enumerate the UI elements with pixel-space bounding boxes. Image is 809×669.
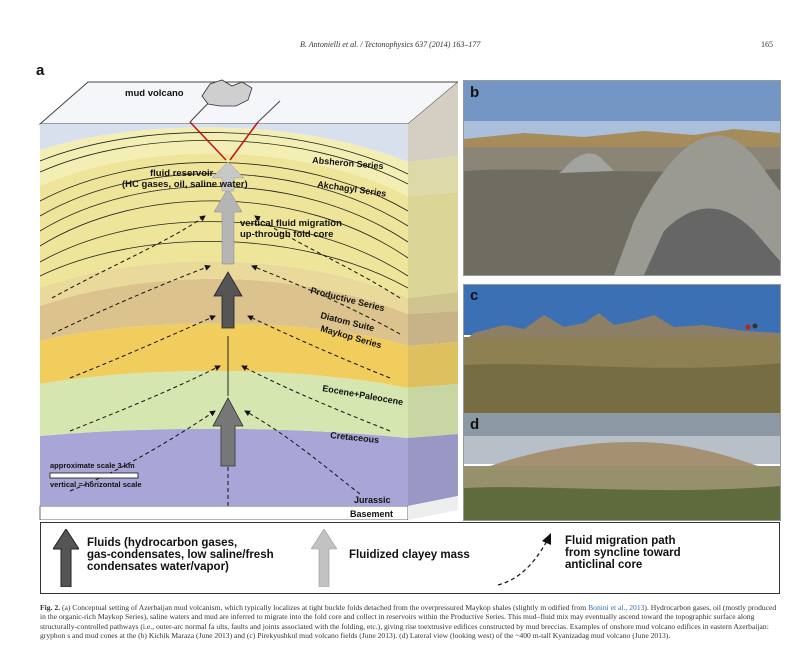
legend-path-line2: from syncline toward [565, 547, 681, 559]
photo-panel-b [463, 80, 781, 276]
page-header: B. Antonielli et al. / Tectonophysics 63… [0, 40, 809, 54]
panel-letter-c: c [470, 287, 479, 304]
fold-lines [39, 132, 409, 289]
legend-fluids-line2: gas-condensates, low saline/fresh [87, 549, 274, 561]
layer-diatom [40, 261, 408, 314]
panel-letter-b: b [470, 84, 480, 101]
layer-jurassic [40, 428, 408, 506]
scale-bar: approximate scale 3 km vertical = horizo… [49, 461, 142, 489]
dark-arrow-middle [213, 271, 243, 329]
layer-eocene [40, 323, 408, 388]
fluid-migration-paths [51, 215, 401, 506]
light-arrow-upper [213, 187, 243, 265]
photo-panel-d [463, 413, 781, 521]
caption-reference-link[interactable]: Bonini et al., 2013 [588, 603, 645, 612]
caption-text-2: ). Hydrocarbon gases, oil (mostly produc… [40, 603, 777, 640]
label-fluid-reservoir-sub: (HC gases, oil, saline water) [122, 179, 248, 190]
running-header: B. Antonielli et al. / Tectonophysics 63… [300, 40, 481, 49]
layer-akchagyl [40, 127, 408, 196]
figure-panel-a: mud volcano fluid reservoir (HC gases, o… [30, 66, 460, 521]
legend-fluids-line1: Fluids (hydrocarbon gases, [87, 537, 238, 549]
layer-absheron [40, 124, 408, 162]
figure-caption: Fig. 2. (a) Conceptual setting of Azerba… [40, 603, 780, 640]
block-side-face [408, 82, 458, 520]
legend-path-line1: Fluid migration path [565, 535, 676, 547]
legend-clayey-mass: Fluidized clayey mass [349, 549, 470, 561]
photo-panel-c [463, 284, 781, 434]
photo-pirekyushkul [464, 285, 780, 433]
block-diagram: mud volcano fluid reservoir (HC gases, o… [38, 79, 460, 521]
scale-label: approximate scale 3 km [50, 461, 135, 470]
fluid-arrows [211, 161, 245, 467]
label-mud-volcano: mud volcano [125, 88, 184, 99]
label-fluid-reservoir: fluid reservoir [150, 168, 214, 179]
formation-jurassic: Jurassic [354, 495, 391, 505]
mud-volcano-icon [201, 79, 253, 107]
legend-fluids-line3: condensates water/vapor) [87, 561, 229, 573]
formation-basement: Basement [350, 509, 393, 519]
legend-path-line3: anticlinal core [565, 559, 643, 571]
figure-legend: Fluids (hydrocarbon gases, gas-condensat… [40, 522, 780, 594]
caption-text-1: (a) Conceptual setting of Azerbaijan mud… [60, 603, 589, 612]
photo-kichik-maraza [464, 81, 780, 275]
label-vertical-migration-sub: up-through fold core [240, 229, 333, 240]
scale-ratio-label: vertical = horizontal scale [50, 480, 142, 489]
dashed-path-icon [497, 533, 551, 586]
page-number: 165 [761, 40, 773, 49]
grey-arrow-lower [212, 397, 244, 467]
panel-letter-d: d [470, 416, 480, 433]
photo-kyanizadag [464, 414, 780, 520]
label-vertical-migration: vertical fluid migration [240, 218, 342, 229]
panel-letter-a: a [36, 62, 45, 79]
caption-label: Fig. 2. [40, 603, 61, 612]
light-arrow-icon [311, 529, 337, 587]
light-arrow-top [211, 161, 245, 192]
dark-arrow-icon [53, 529, 79, 587]
layer-cretaceous [40, 370, 408, 438]
